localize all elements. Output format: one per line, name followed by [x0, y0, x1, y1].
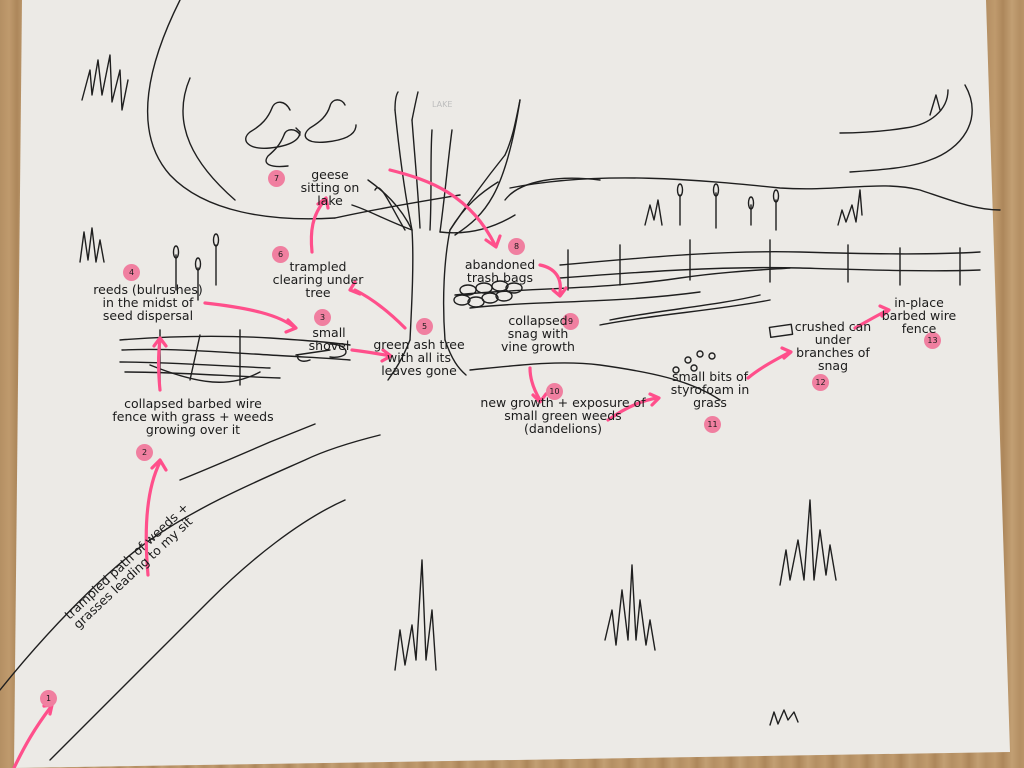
- ash-tree-drawing: [351, 91, 521, 381]
- reeds-drawing: [172, 183, 780, 301]
- marker-13: 13: [924, 332, 941, 349]
- marker-1: 1: [40, 690, 57, 707]
- hill-line: [504, 177, 601, 201]
- marker-9: 9: [562, 313, 579, 330]
- path-drawing: [0, 423, 381, 761]
- label-3: small shovel: [308, 325, 350, 353]
- connector-arrows: [12, 168, 890, 768]
- lake-shore-right: [509, 177, 1001, 211]
- grass-tufts-drawing: [79, 54, 941, 726]
- styrofoam-bits-drawing: [672, 350, 716, 374]
- lake-horizon: [334, 194, 461, 219]
- marker-6: 6: [272, 246, 289, 263]
- label-2: collapsed barbed wire fence with grass +…: [112, 396, 274, 437]
- label-8: abandoned trash bags: [464, 257, 536, 285]
- marker-3: 3: [314, 309, 331, 326]
- marker-8: 8: [508, 238, 525, 255]
- lake-shore-far-right-top: [839, 89, 949, 134]
- label-7: geese sitting on lake: [300, 167, 360, 208]
- label-9: collapsed snag with vine growth: [501, 313, 575, 354]
- marker-7: 7: [268, 170, 285, 187]
- arrow-heads: [42, 196, 891, 716]
- geese-drawing: [245, 99, 357, 168]
- label-11: small bits of styrofoam in grass: [670, 369, 750, 410]
- label-12: crushed can under branches of snag: [794, 319, 872, 373]
- lake-shore-left-inner: [182, 77, 236, 201]
- label-10: new growth + exposure of small green wee…: [480, 395, 646, 436]
- trash-bags-drawing: [453, 280, 523, 308]
- label-4: reeds (bulrushes) in the midst of seed d…: [93, 282, 203, 323]
- label-5: green ash tree with all its leaves gone: [373, 337, 465, 378]
- marker-10: 10: [546, 383, 563, 400]
- lake-label: LAKE: [432, 100, 453, 109]
- marker-5: 5: [416, 318, 433, 335]
- marker-2: 2: [136, 444, 153, 461]
- label-13: in-place barbed wire fence: [881, 295, 957, 336]
- marker-4: 4: [123, 264, 140, 281]
- lake-shore-left-outer: [146, 0, 336, 220]
- fence-right-drawing: [559, 239, 981, 291]
- marker-12: 12: [812, 374, 829, 391]
- lake-shore-far-right: [849, 84, 973, 173]
- label-6: trampled clearing under tree: [272, 259, 364, 300]
- shovel-drawing: [295, 343, 347, 362]
- marker-11: 11: [704, 416, 721, 433]
- crushed-can-drawing: [768, 323, 794, 339]
